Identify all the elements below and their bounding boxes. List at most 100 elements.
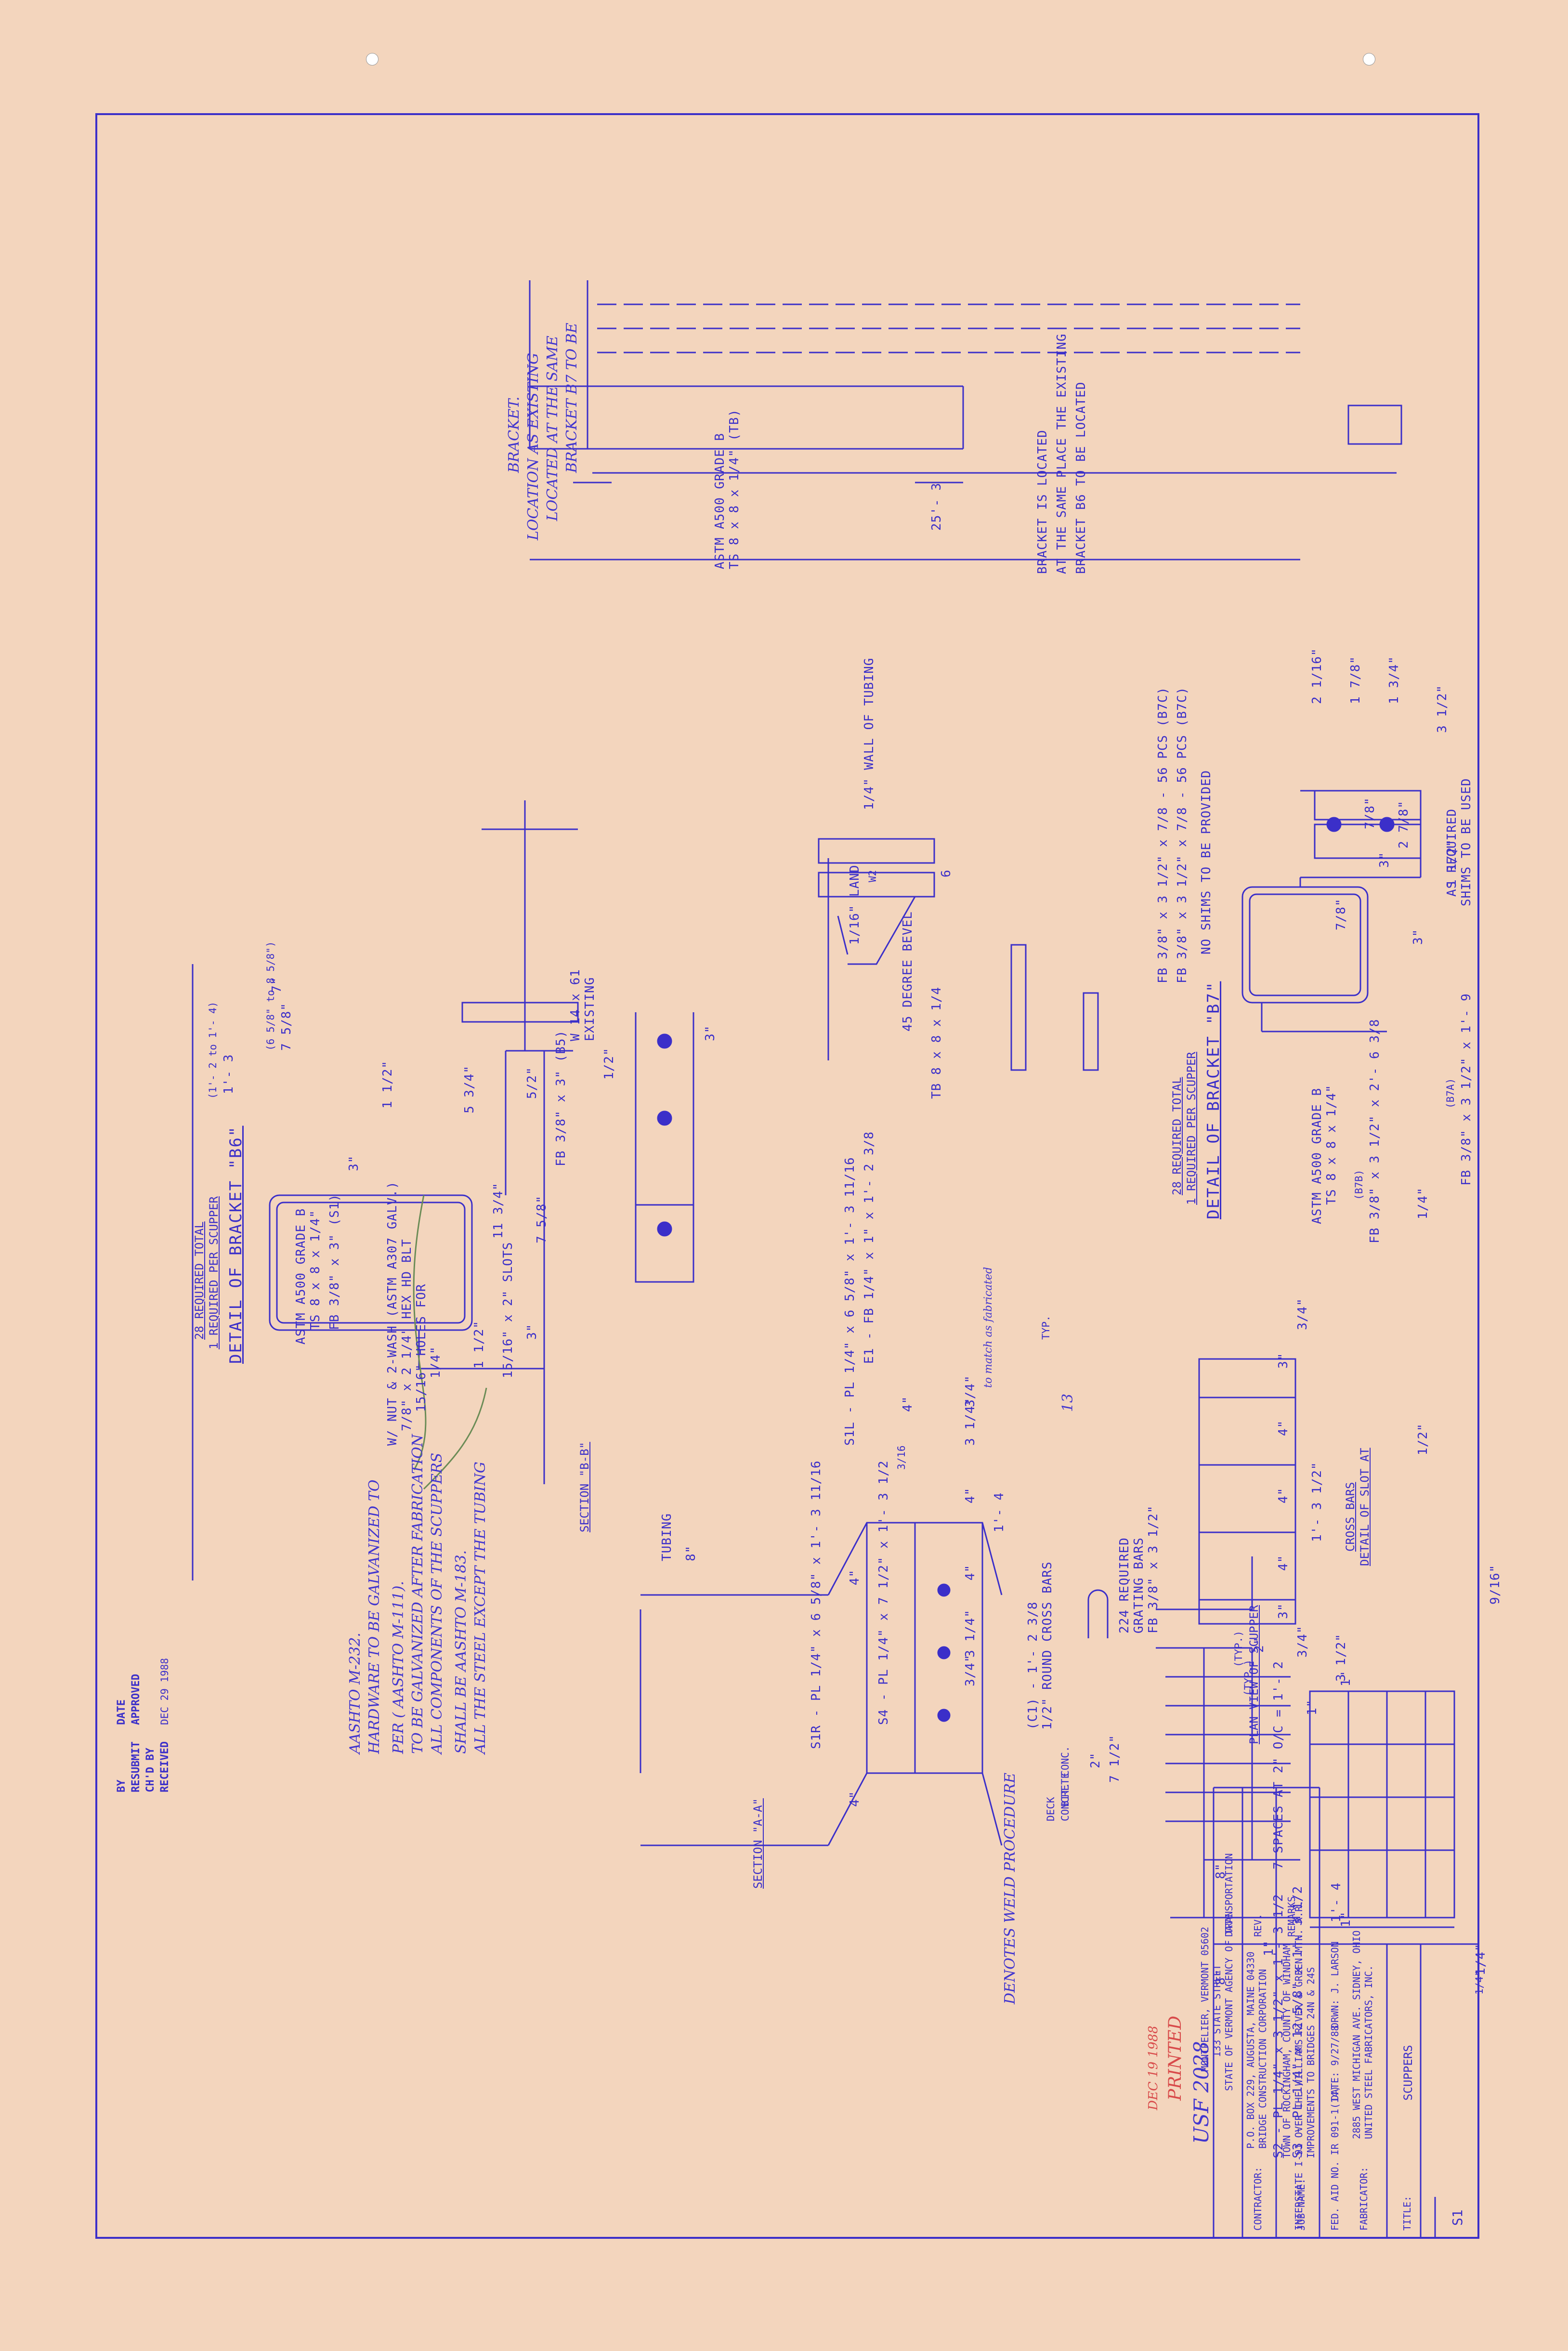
grating-dim-312: 3 1/2": [1334, 1633, 1348, 1682]
elev-ts-1: TS 8 x 8 x 1/4" (TB): [727, 408, 742, 569]
section-b-316: 3/16: [896, 1445, 907, 1470]
b6-d13: 1'- 3: [222, 1054, 236, 1094]
section-b-dim-7: 3/4": [963, 1654, 978, 1686]
slot-title-2: CROSS BARS: [1344, 1482, 1357, 1552]
section-b-dim-4: 4": [963, 1487, 978, 1503]
plan-weld-symbol: 1/4": [1474, 1970, 1485, 1995]
section-b-cross: 1/2" ROUND CROSS BARS: [1040, 1561, 1055, 1730]
grating-dim-5: 4": [1276, 1554, 1291, 1571]
weld-procedure-note: DENOTES WELD PROCEDURE: [1002, 1772, 1019, 2004]
b6-existing: EXISTING: [583, 977, 597, 1041]
section-a-d2: 2": [1088, 1752, 1103, 1768]
b6-fb: FB 3/8" x 3" (B5): [554, 1030, 568, 1166]
section-a-deck: DECK: [1045, 1797, 1057, 1821]
resubmit-label: RESUBMIT: [130, 1741, 142, 1792]
section-b-handnote: to match as fabricated: [982, 1267, 994, 1388]
b7-fb2b: (B7B): [1353, 1169, 1365, 1200]
shims-line-1: FB 3/8" x 3 1/2" x 7/8 - 56 PCS (B7C): [1175, 686, 1189, 983]
approved-label: APPROVED: [130, 1674, 142, 1725]
b6-holes-2: 7/8" x 2 1/4" HEX HD BLT: [400, 1239, 414, 1431]
bolt-tb: TB 8 x 8 x 1/4: [929, 986, 944, 1099]
tb-date: DATE: 9/27/88: [1329, 2025, 1341, 2101]
b7-dim-6: 2 7/8": [1397, 800, 1411, 849]
note-2b: TO BE GALVANIZED AFTER FABRICATION: [409, 1434, 426, 1754]
b6-d758: 7 5/8": [279, 1003, 294, 1051]
grating-dim-6: 3": [1276, 1603, 1291, 1619]
note-3b: AASHTO M-232.: [347, 1633, 364, 1754]
b7-dim-5: 7/8": [1363, 797, 1377, 829]
punch-hole-left: [366, 53, 379, 65]
b6-holes-3: W/ NUT & 2-WASH (ASTM A307 GALV.): [385, 1181, 400, 1446]
slot-title: DETAIL OF SLOT AT: [1358, 1448, 1372, 1566]
section-b-d14: 1'- 4: [992, 1492, 1006, 1532]
tb-title: SCUPPERS: [1401, 2045, 1415, 2101]
elev-dim: 25'- 3: [929, 483, 944, 531]
section-b-s4: S4 - PL 1/4" x 7 1/2" x 1'- 3 1/2: [876, 1460, 891, 1725]
b6-title: DETAIL OF BRACKET "B6": [226, 1125, 246, 1364]
tb-job-1: IMPROVEMENTS TO BRIDGES 24N & 24S: [1305, 1967, 1317, 2158]
tb-contractor: BRIDGE CONSTRUCTION CORPORATION: [1257, 1969, 1268, 2149]
b7-fb1: FB 3/8" x 3 1/2" x 1'- 9: [1459, 993, 1474, 1186]
b7-dim-11: 1/4": [1416, 1187, 1430, 1219]
b6-dim-8: 3": [525, 1323, 539, 1340]
weld-bevel: 45 DEGREE BEVEL: [901, 911, 915, 1032]
tb-job-3: TOWN OF ROCKINGHAM, COUNTY OF WINDHAM: [1281, 1944, 1293, 2158]
tb-remarks: REMARKS: [1286, 1896, 1297, 1937]
section-b-handnote-2: 13: [1059, 1393, 1076, 1412]
received-date: DEC 29 1988: [159, 1658, 170, 1725]
section-a-d712: 7 1/2": [1108, 1735, 1122, 1783]
b6-dim-2: 5 3/4": [462, 1065, 477, 1113]
grating-dim-1: 3/4": [1295, 1298, 1310, 1330]
elev-note-3: BRACKET IS LOCATED: [1035, 430, 1050, 574]
section-b-s1l: S1L - PL 1/4" x 6 5/8" x 1'- 3 11/16: [843, 1157, 857, 1446]
b7-sub-1: 1 REQUIRED PER SCUPPER: [1185, 1052, 1198, 1205]
note-1: ALL THE STEEL EXCEPT THE TUBING: [472, 1462, 489, 1754]
tb-fed: FED. AID NO. IR 091-1(14): [1329, 2085, 1341, 2231]
b6-dim-1: 1/2": [602, 1047, 616, 1080]
b7-shims: SHIMS TO BE USED: [1459, 778, 1474, 906]
section-b-dim-9: 4": [848, 1790, 862, 1807]
grating-dim-2: 3": [1276, 1352, 1291, 1369]
b6-fb3: FB 3/8" x 3" (S1): [327, 1193, 342, 1330]
punch-hole-right: [1363, 53, 1375, 65]
grating-typ1: 2": [1252, 1636, 1267, 1653]
b7-dim-8: 1 1/2": [1445, 839, 1459, 887]
section-a-d14: 1'- 4: [1329, 1882, 1344, 1922]
b7-title: DETAIL OF BRACKET "B7": [1204, 981, 1223, 1219]
date-label: DATE: [116, 1699, 128, 1725]
bolt-dim: 3": [703, 1025, 718, 1041]
grating-note-1: FB 3/8" x 3 1/2": [1146, 1505, 1161, 1633]
b6-existing-2: W 14 x 61: [568, 969, 583, 1041]
tb-contractor-2: P.O. BOX 229, AUGUSTA, MAINE 04330: [1245, 1951, 1256, 2149]
section-b-s1r: S1R - PL 1/4" x 6 5/8" x 1'- 3 11/16: [809, 1460, 823, 1749]
elev-note-1: BRACKET B6 TO BE LOCATED: [1074, 381, 1088, 574]
weld-wall: 1/4" WALL OF TUBING: [862, 657, 876, 810]
elev-ts-2: ASTM A500 GRADE B: [713, 432, 727, 569]
weld-land: 1/16" LAND: [848, 864, 862, 945]
weld-n2: W2: [867, 870, 878, 882]
tb-job-2: INTERSTATE I-91 OVER THE WILLIAMS RIVER …: [1293, 1900, 1305, 2231]
section-b-typ: TYP.: [1040, 1315, 1052, 1340]
slot-dim-half: 1/2": [1416, 1423, 1430, 1455]
grating-overall: 1'- 3 1/2": [1310, 1462, 1324, 1542]
b6-ts: TS 8 x 8 x 1/4": [308, 1210, 323, 1330]
slot-dim-916: 9/16": [1488, 1564, 1503, 1605]
grating-note-3: 224 REQUIRED: [1117, 1537, 1132, 1633]
section-b-title: SECTION "B-B": [578, 1442, 591, 1532]
tb-sheet: S1: [1450, 2209, 1465, 2226]
grating-typ2: 1": [1305, 1699, 1320, 1715]
b7-ts: TS 8 x 8 x 1/4": [1324, 1084, 1339, 1205]
b7-dim-10: 7/8": [1334, 898, 1348, 930]
tb-title-label: TITLE:: [1401, 2195, 1413, 2231]
elev-b7-a: BRACKET B7 TO BE: [563, 323, 580, 473]
b7-ts-2: ASTM A500 GRADE B: [1310, 1087, 1324, 1224]
b6-holes: 15/16" HOLES FOR: [414, 1283, 429, 1412]
b6-sub-1: 1 REQUIRED PER SCUPPER: [207, 1196, 221, 1349]
section-b-dim-3: 3 1/4": [963, 1398, 978, 1446]
tb-rev-date: DATE: [1223, 1913, 1235, 1937]
section-a-title: SECTION "A-A": [751, 1798, 765, 1889]
shims-line-2: FB 3/8" x 3 1/2" x 7/8 - 56 PCS (B7C): [1156, 686, 1170, 983]
